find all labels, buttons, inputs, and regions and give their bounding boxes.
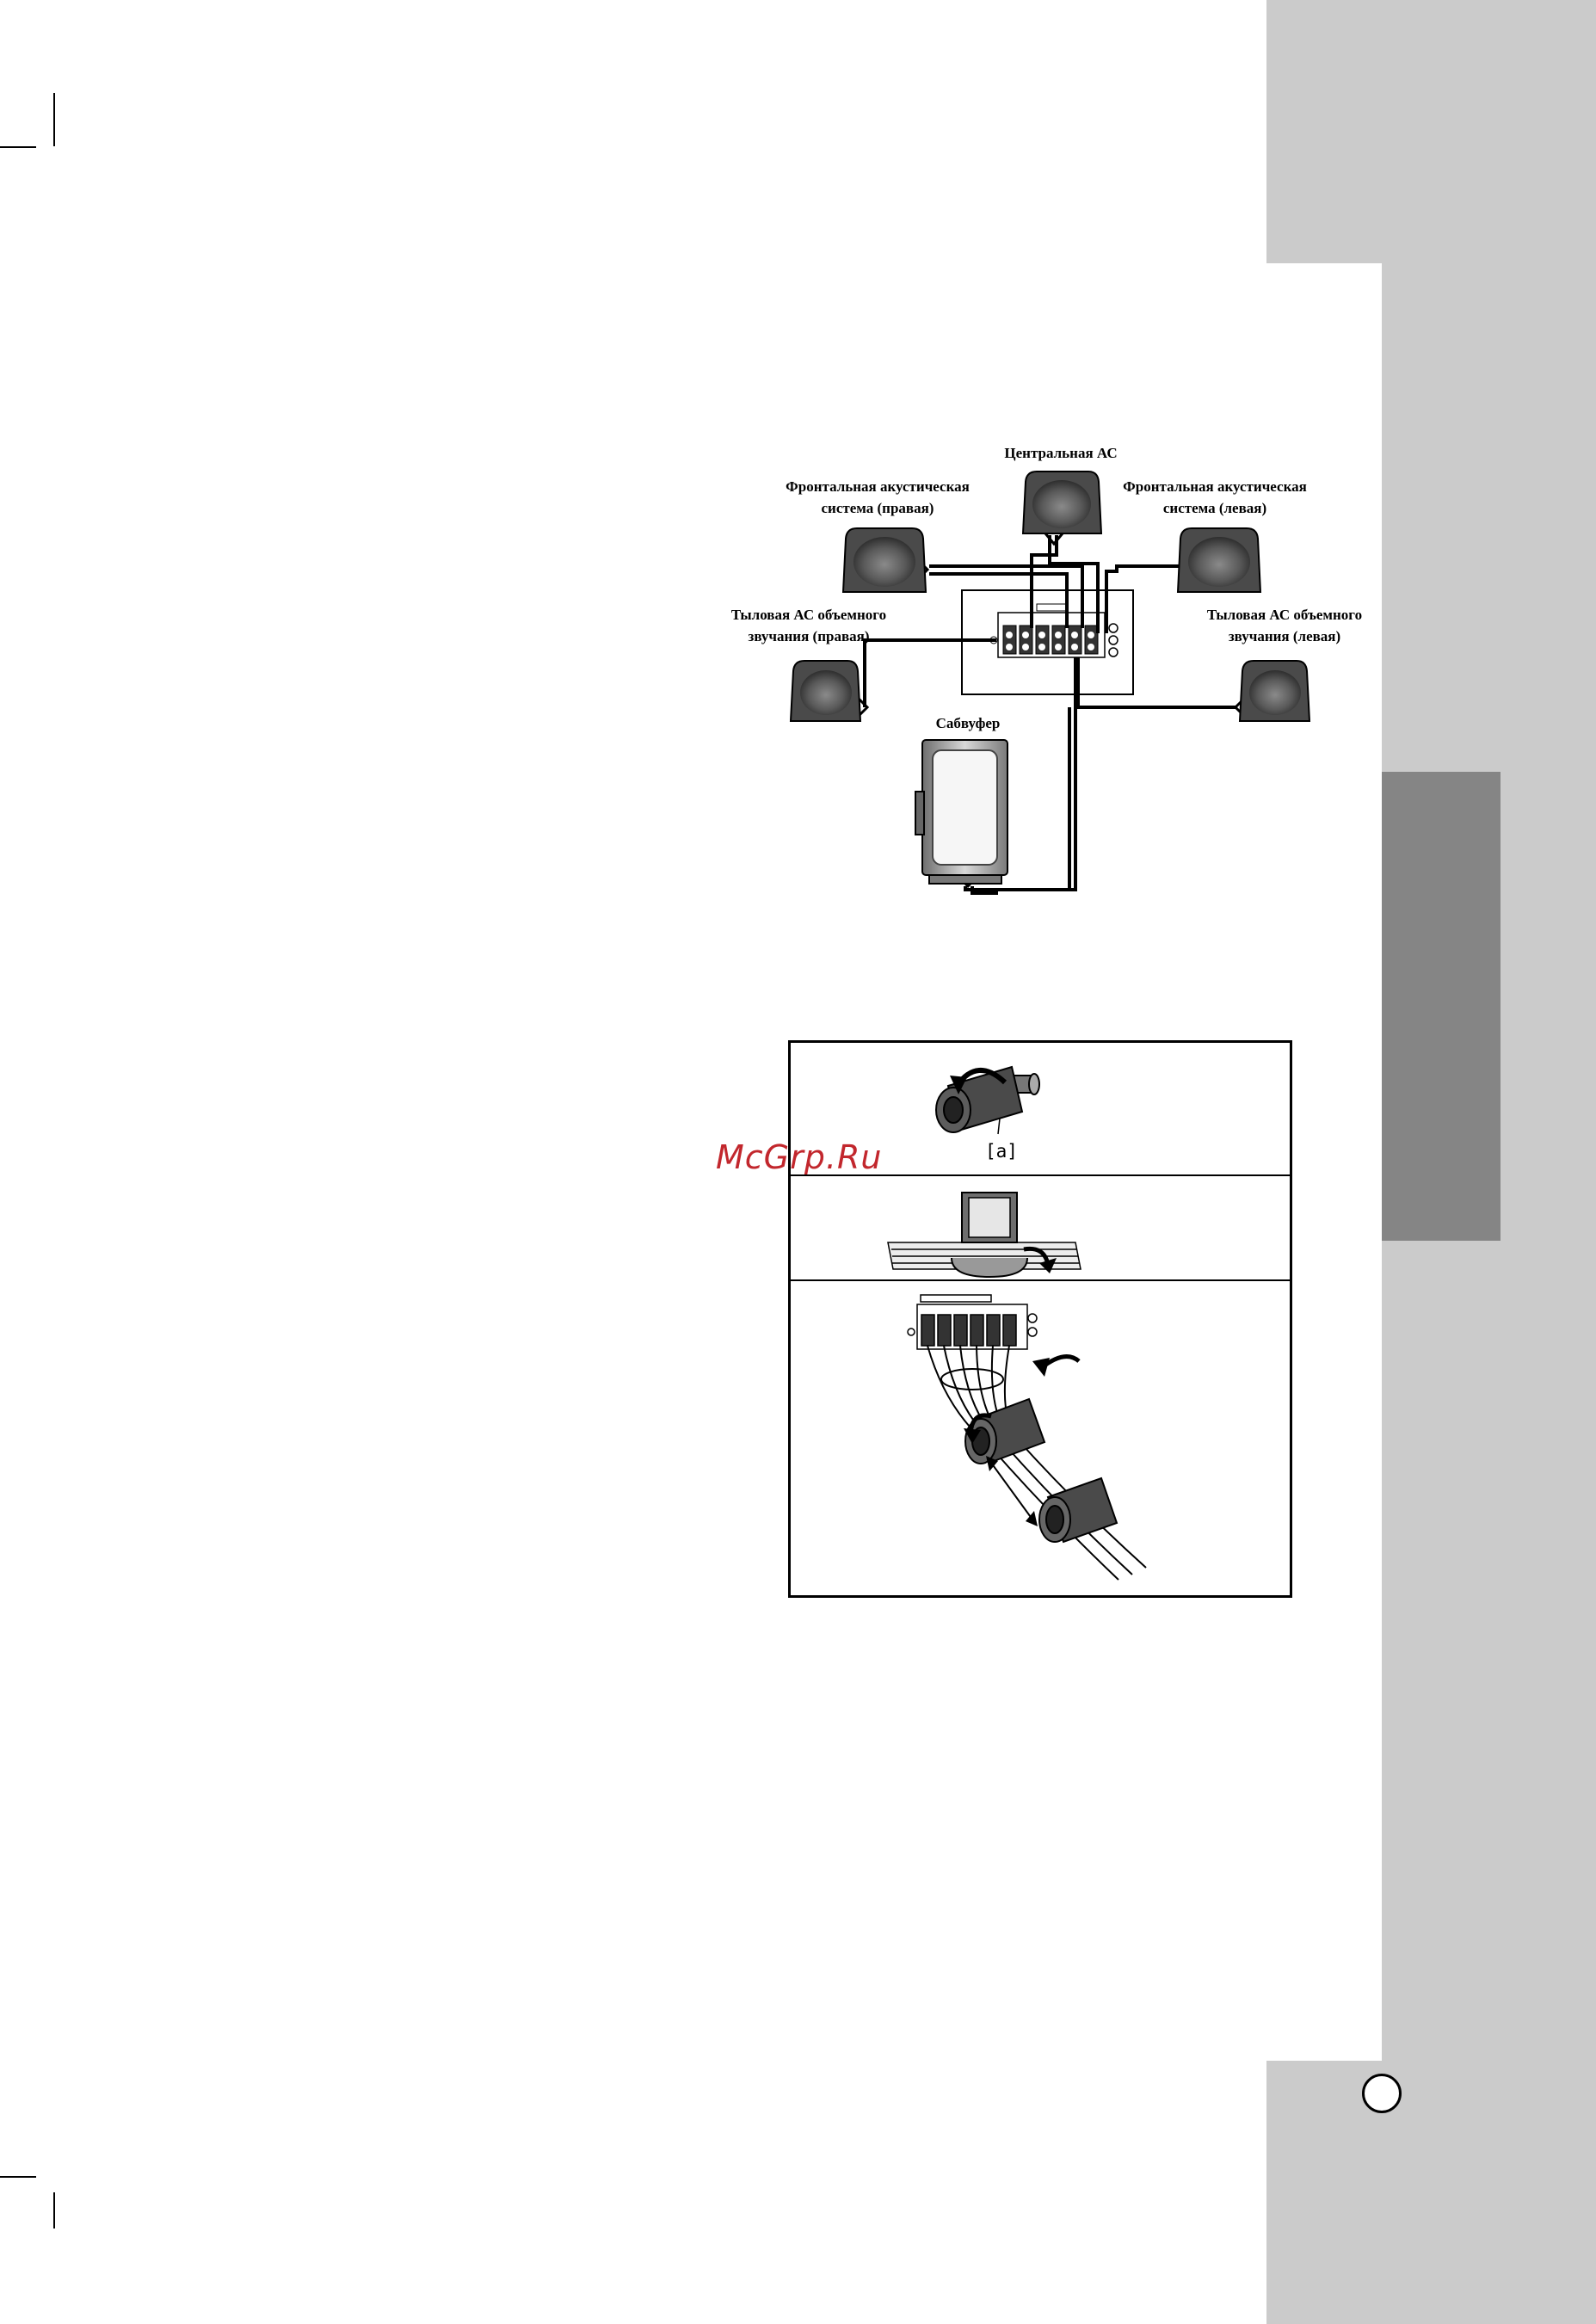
ferrite-core-part-label: [a] [985,1141,1018,1162]
ferrite-core-lower [1039,1478,1117,1542]
terminal-with-cores [908,1295,1037,1349]
